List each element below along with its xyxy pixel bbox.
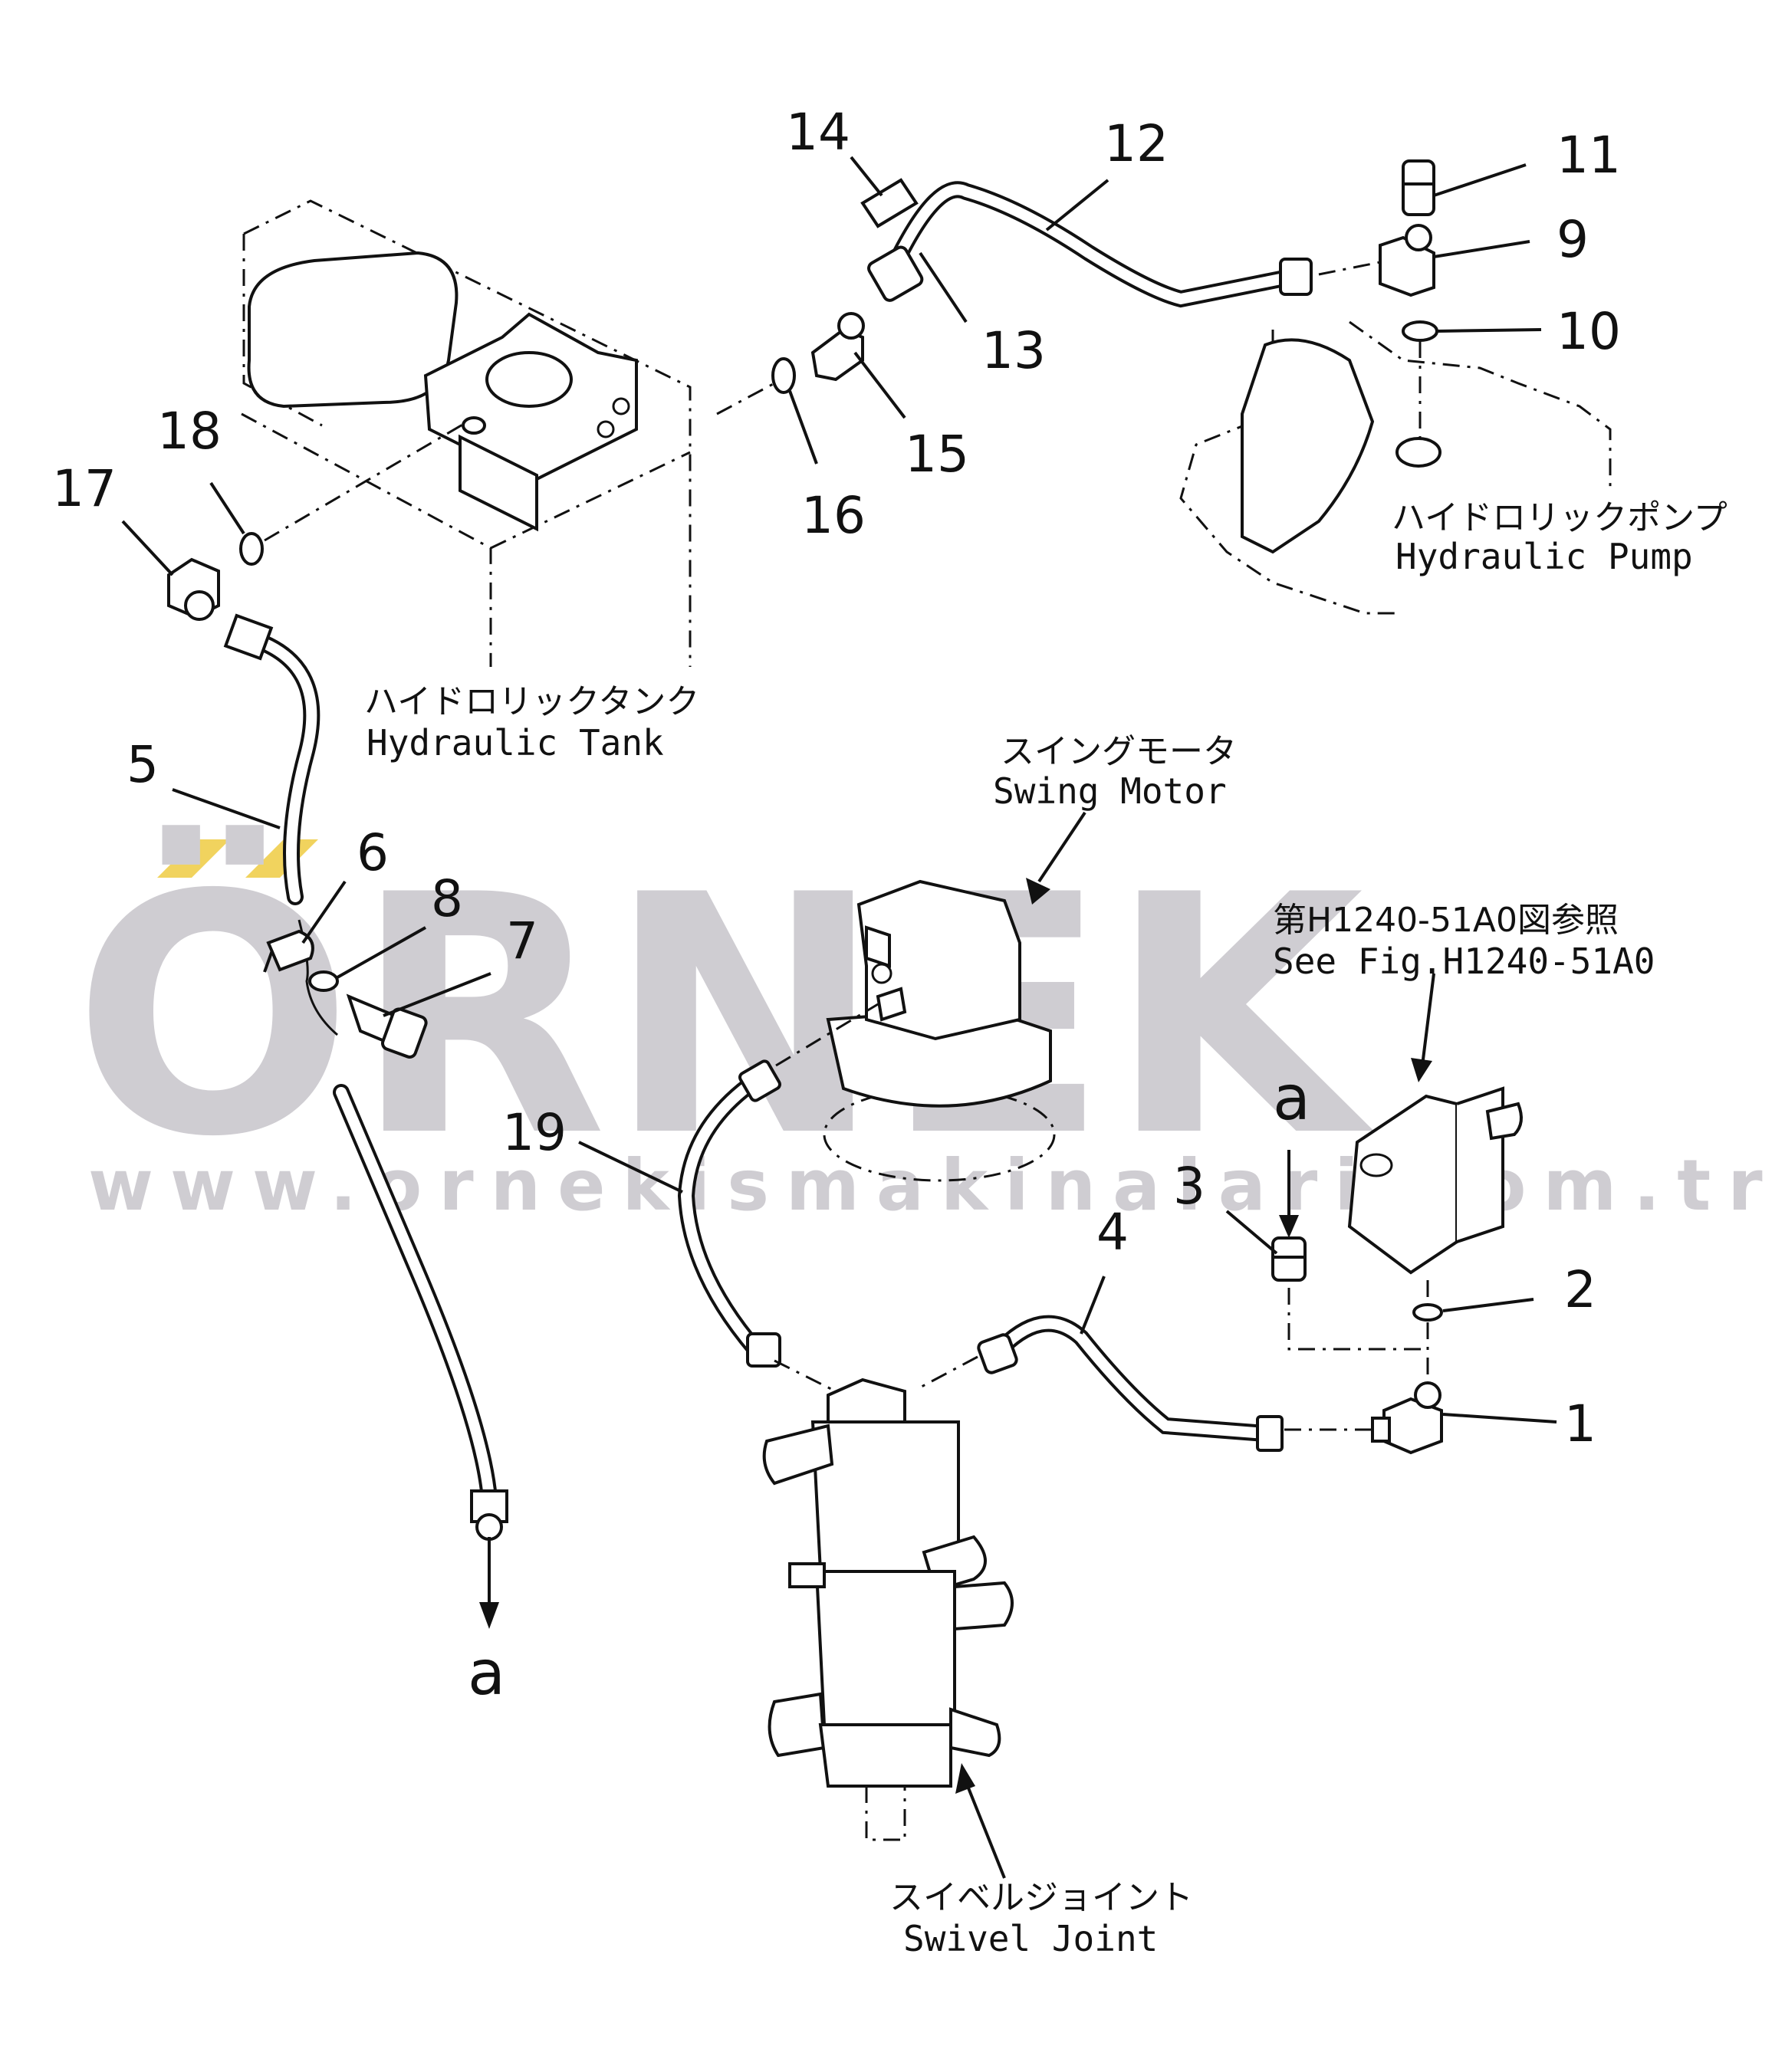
hydraulic-tank — [241, 199, 692, 667]
part-number-11: 11 — [1557, 126, 1621, 185]
swivel-joint-label-jp: スイベルジョイント — [889, 1878, 1193, 1917]
watermark-accent-left — [157, 839, 230, 878]
part-number-8: 8 — [431, 869, 463, 928]
hydraulic-tank-label-en: Hydraulic Tank — [367, 722, 664, 763]
leader-lines — [121, 156, 1557, 1879]
referenced-valve — [1347, 1086, 1523, 1275]
hydraulic-tank-label-jp: ハイドロリックタンク — [364, 682, 699, 721]
part-number-6: 6 — [357, 823, 389, 882]
swivel-joint — [762, 1359, 1014, 1841]
part-number-5: 5 — [127, 735, 159, 794]
tube-12 — [860, 178, 1313, 308]
hydraulic-pump — [1179, 320, 1612, 615]
hose-19 — [677, 1059, 781, 1368]
o-ring-18 — [239, 532, 264, 566]
part-numbers: 1 2 3 4 5 6 7 8 9 10 11 12 13 14 15 16 1… — [52, 103, 1621, 1453]
fitting-17 — [167, 557, 220, 621]
part-number-10: 10 — [1557, 302, 1621, 361]
part-number-3: 3 — [1173, 1157, 1205, 1216]
watermark-url: www.ornekismakinalari.com.tr — [88, 1144, 1780, 1226]
part-number-12: 12 — [1104, 114, 1169, 173]
fitting-11 — [1402, 159, 1435, 216]
o-ring-2 — [1412, 1303, 1443, 1322]
fitting-3 — [1271, 1236, 1307, 1282]
swing-motor-label-jp: スイングモータ — [1001, 732, 1237, 771]
clamp-assembly — [263, 929, 428, 1059]
see-fig-label-jp: 第H1240-51A0図参照 — [1273, 901, 1619, 940]
part-number-2: 2 — [1564, 1260, 1596, 1319]
part-number-16: 16 — [801, 486, 866, 545]
part-number-17: 17 — [52, 459, 117, 518]
part-number-9: 9 — [1557, 210, 1589, 269]
elbow-1 — [1371, 1381, 1443, 1455]
swivel-joint-label-en: Swivel Joint — [903, 1918, 1158, 1959]
part-number-19: 19 — [502, 1103, 567, 1162]
o-ring-16 — [771, 357, 796, 394]
part-number-13: 13 — [981, 321, 1046, 380]
part-number-7: 7 — [506, 911, 538, 970]
tee-9 — [1379, 224, 1435, 297]
hose-5 — [223, 613, 508, 1629]
part-number-14: 14 — [786, 103, 850, 162]
watermark-accent-right — [245, 839, 318, 878]
washer-8 — [308, 970, 339, 992]
hydraulic-pump-label-en: Hydraulic Pump — [1395, 536, 1693, 577]
o-ring-10 — [1402, 320, 1438, 342]
hydraulic-pump-label-jp: ハイドロリックポンプ — [1392, 498, 1727, 537]
ref-a-bottom: a — [468, 1637, 505, 1709]
part-number-15: 15 — [905, 425, 969, 484]
part-number-4: 4 — [1096, 1203, 1129, 1262]
part-number-1: 1 — [1564, 1394, 1596, 1453]
clip-14 — [860, 178, 919, 228]
swing-motor-label-en: Swing Motor — [993, 770, 1227, 812]
elbow-15 — [810, 312, 865, 382]
tube-4 — [977, 1315, 1284, 1452]
component-labels: ハイドロリックタンク Hydraulic Tank ハイドロリックポンプ Hyd… — [364, 498, 1727, 1959]
swing-motor — [823, 879, 1056, 1182]
ref-a-top: a — [1273, 1062, 1310, 1134]
part-number-18: 18 — [157, 402, 222, 461]
see-fig-label-en: See Fig.H1240-51A0 — [1273, 941, 1655, 982]
